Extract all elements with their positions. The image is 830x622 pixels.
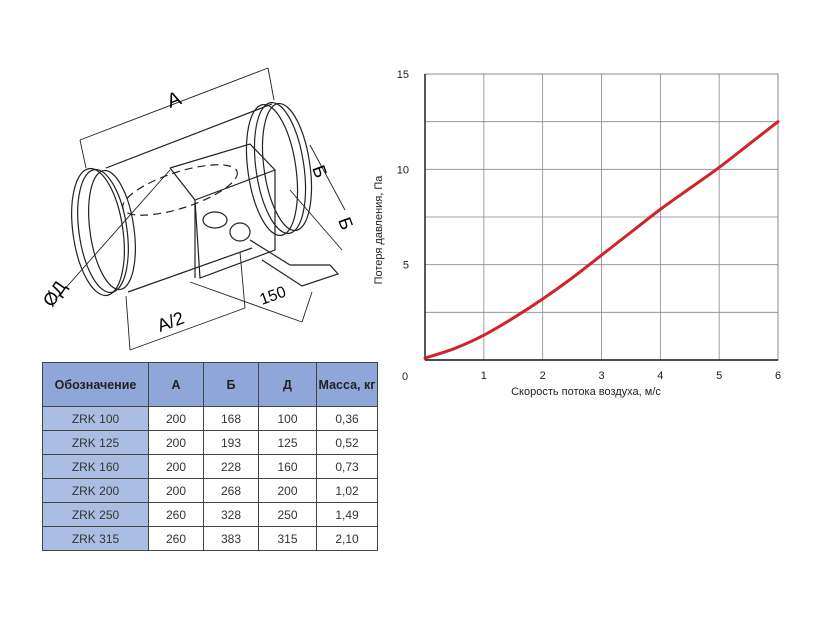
table-row: ZRK 125 200 193 125 0,52: [42, 430, 378, 455]
cell-mass: 1,02: [316, 478, 378, 503]
cell-designation: ZRK 160: [42, 454, 149, 479]
dimension-half-a-label: А/2: [155, 308, 187, 336]
y-axis-label: Потеря давления, Па: [373, 175, 385, 285]
header-d: Д: [258, 362, 317, 407]
cell-b: 328: [203, 502, 259, 527]
cell-designation: ZRK 250: [42, 502, 149, 527]
cell-a: 200: [148, 478, 204, 503]
x-tick-label: 5: [716, 370, 722, 382]
dimension-d-label: ØД: [40, 277, 70, 310]
cell-d: 315: [258, 526, 317, 551]
x-tick-label: 6: [775, 370, 781, 382]
chart-axes: [424, 74, 778, 361]
cell-mass: 0,73: [316, 454, 378, 479]
cell-a: 200: [148, 430, 204, 455]
cell-a: 260: [148, 526, 204, 551]
table-row: ZRK 160 200 228 160 0,73: [42, 454, 378, 479]
x-tick-label: 1: [481, 370, 487, 382]
cell-d: 125: [258, 430, 317, 455]
header-mass: Масса, кг: [316, 362, 378, 407]
cell-d: 100: [258, 406, 317, 431]
table-row: ZRK 315 260 383 315 2,10: [42, 526, 378, 551]
table-row: ZRK 200 200 268 200 1,02: [42, 478, 378, 503]
x-tick-labels: 0 1 2 3 4 5 6: [402, 370, 781, 383]
header-a: А: [148, 362, 204, 407]
pressure-loss-line: [423, 120, 780, 360]
cell-b: 168: [203, 406, 259, 431]
cell-b: 268: [203, 478, 259, 503]
cell-designation: ZRK 125: [42, 430, 149, 455]
cell-mass: 2,10: [316, 526, 378, 551]
cell-a: 200: [148, 454, 204, 479]
cell-designation: ZRK 315: [42, 526, 149, 551]
dimension-150-label: 150: [258, 284, 289, 309]
cell-d: 200: [258, 478, 317, 503]
cell-mass: 0,52: [316, 430, 378, 455]
cell-d: 160: [258, 454, 317, 479]
cell-b: 383: [203, 526, 259, 551]
damper-technical-drawing: А Б Б ØД А/2 150: [40, 67, 357, 351]
header-b: Б: [203, 362, 259, 407]
y-tick-label: 15: [397, 69, 409, 81]
y-tick-labels: 5 10 15: [397, 69, 409, 272]
chart-series: [423, 120, 780, 360]
table-row: ZRK 250 260 328 250 1,49: [42, 502, 378, 527]
x-tick-label: 0: [402, 371, 408, 383]
cell-designation: ZRK 200: [42, 478, 149, 503]
dimension-a-label: А: [164, 87, 185, 112]
x-tick-label: 3: [598, 370, 604, 382]
chart-grid: [424, 73, 779, 361]
cell-a: 200: [148, 406, 204, 431]
cell-designation: ZRK 100: [42, 406, 149, 431]
y-tick-label: 5: [403, 260, 409, 272]
header-designation: Обозначение: [42, 362, 149, 407]
x-axis-label: Скорость потока воздуха, м/с: [511, 386, 661, 398]
dimension-b-label-side: Б: [334, 215, 357, 233]
cell-a: 260: [148, 502, 204, 527]
x-tick-label: 4: [657, 370, 663, 382]
plot-area: [424, 73, 779, 361]
damper-body-outline: [71, 101, 340, 297]
table-header-row: Обозначение А Б Д Масса, кг: [42, 362, 378, 407]
x-tick-label: 2: [540, 370, 546, 382]
cell-mass: 0,36: [316, 406, 378, 431]
cell-d: 250: [258, 502, 317, 527]
table-row: ZRK 100 200 168 100 0,36: [42, 406, 378, 431]
dimension-lines: [54, 67, 346, 351]
cell-b: 193: [203, 430, 259, 455]
cell-mass: 1,49: [316, 502, 378, 527]
spec-table: Обозначение А Б Д Масса, кг ZRK 100 200 …: [42, 362, 378, 551]
cell-b: 228: [203, 454, 259, 479]
y-tick-label: 10: [397, 164, 409, 176]
